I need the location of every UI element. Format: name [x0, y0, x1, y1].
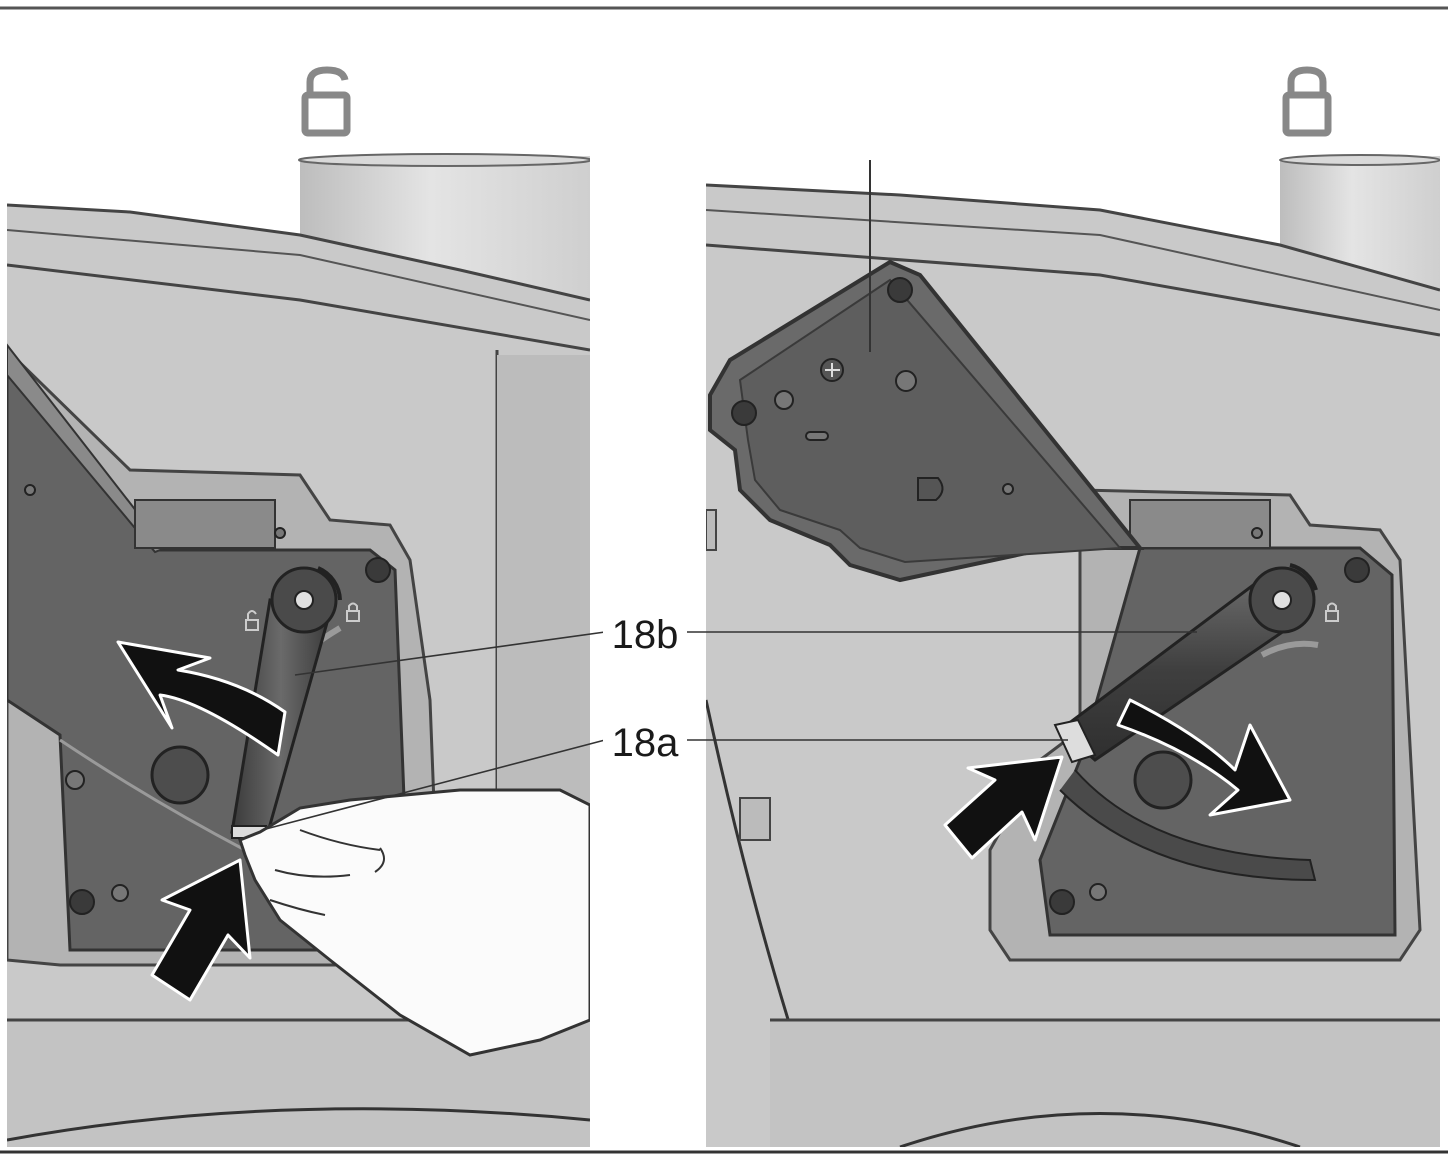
rotate-down-arrow	[1116, 698, 1292, 817]
rotate-up-arrow	[116, 640, 287, 757]
push-arrow-right	[943, 755, 1064, 860]
lever-handle-18b	[1057, 563, 1318, 762]
mini-unlock-icon	[245, 610, 259, 631]
padlock-open-icon	[301, 66, 351, 137]
right-panel	[706, 154, 1440, 1147]
push-arrow-left	[150, 858, 252, 1002]
mini-lock-icon	[1325, 602, 1339, 622]
leader-lines	[261, 631, 1197, 831]
callout-18a: 18a	[612, 721, 679, 765]
mini-lock-icon	[346, 602, 360, 622]
padlock-closed-icon	[1282, 66, 1332, 137]
callout-18b: 18b	[612, 613, 679, 657]
hand	[238, 788, 590, 1057]
left-panel	[7, 153, 590, 1147]
release-button-18a	[1053, 718, 1097, 764]
